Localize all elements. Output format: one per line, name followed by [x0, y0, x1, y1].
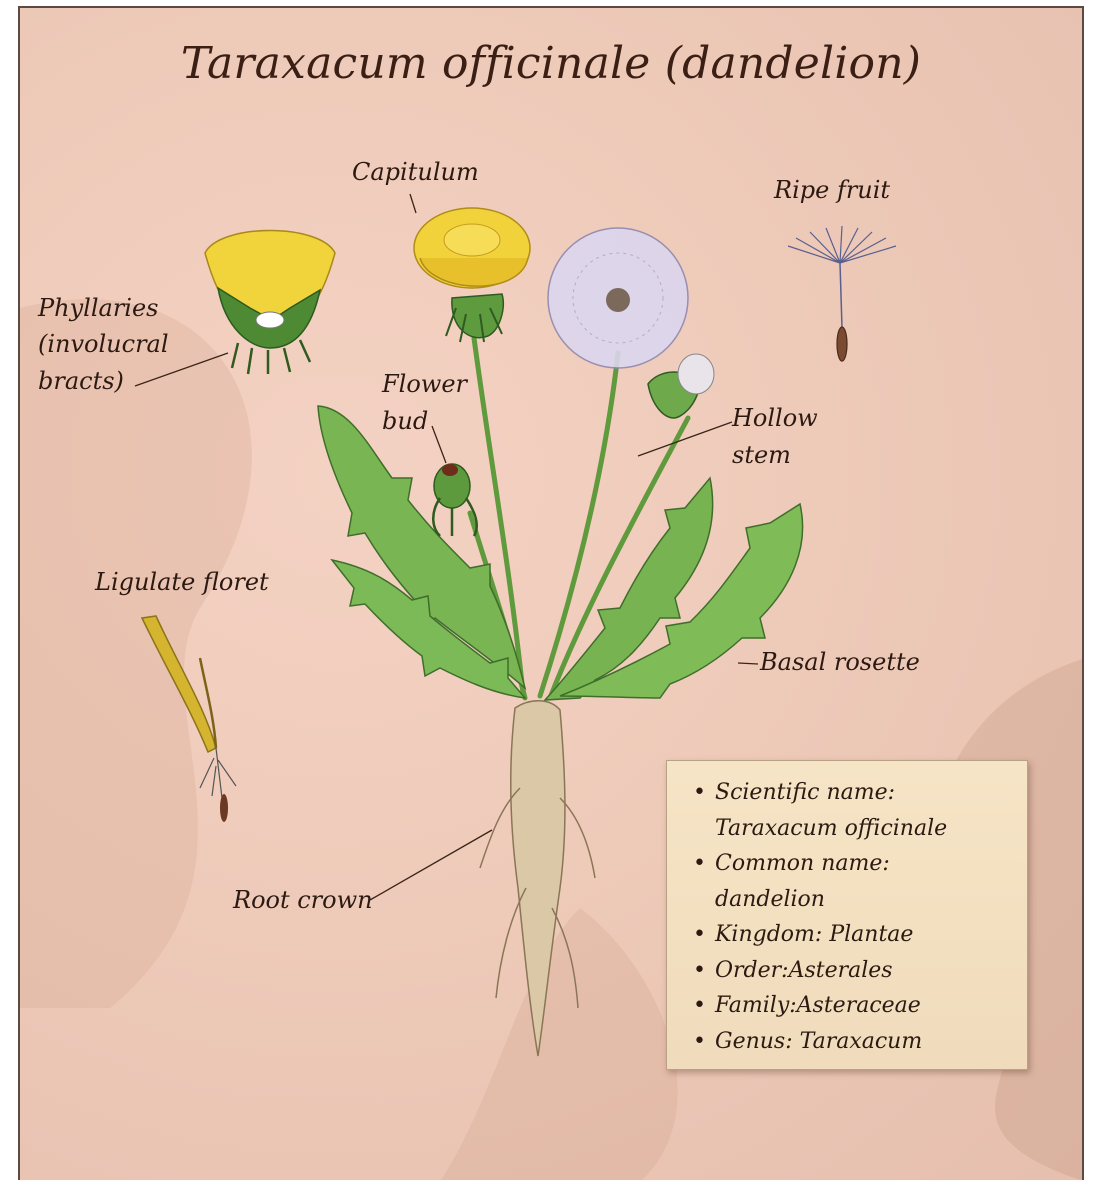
info-item-common-name: Common name: dandelion: [693, 846, 1017, 917]
basal-rosette-leaves: [318, 406, 803, 700]
info-item-genus: Genus: Taraxacum: [693, 1024, 1017, 1060]
flower-bud-drawing: [433, 464, 477, 536]
info-scientific-value: Taraxacum officinale: [715, 816, 947, 841]
info-item-scientific-name: Scientific name: Taraxacum officinale: [693, 775, 1017, 846]
info-item-order: Order:Asterales: [693, 953, 1017, 989]
info-item-kingdom: Kingdom: Plantae: [693, 917, 1017, 953]
info-common-value: dandelion: [715, 887, 825, 912]
page-title: Taraxacum officinale (dandelion): [20, 38, 1082, 89]
poster: Taraxacum officinale (dandelion) Capitul…: [18, 6, 1084, 1180]
label-ligulate-floret: Ligulate floret: [95, 564, 269, 600]
info-scientific-label: Scientific name:: [715, 780, 895, 805]
small-seedhead-drawing: [648, 354, 714, 418]
info-box: Scientific name: Taraxacum officinale Co…: [666, 760, 1028, 1070]
capitulum-drawing: [414, 208, 530, 342]
label-root-crown: Root crown: [233, 882, 373, 918]
label-phyllaries-line3: bracts): [38, 363, 124, 399]
label-hollow-stem-line1: Hollow: [732, 400, 818, 436]
info-common-label: Common name:: [715, 851, 890, 876]
label-phyllaries-line1: Phyllaries: [38, 290, 159, 326]
ripe-fruit-drawing: [788, 226, 896, 361]
label-hollow-stem-line2: stem: [732, 437, 791, 473]
seedhead-drawing: [548, 228, 688, 368]
label-flower-bud-line2: bud: [382, 403, 428, 439]
label-ripe-fruit: Ripe fruit: [774, 172, 890, 208]
label-flower-bud-line1: Flower: [382, 366, 467, 402]
info-item-family: Family:Asteraceae: [693, 988, 1017, 1024]
phyllaries-drawing: [205, 231, 335, 375]
root-drawing: [480, 701, 595, 1056]
label-basal-rosette: Basal rosette: [760, 644, 920, 680]
label-capitulum: Capitulum: [352, 154, 479, 190]
label-phyllaries-line2: (involucral: [38, 326, 169, 362]
info-list: Scientific name: Taraxacum officinale Co…: [693, 775, 1017, 1059]
